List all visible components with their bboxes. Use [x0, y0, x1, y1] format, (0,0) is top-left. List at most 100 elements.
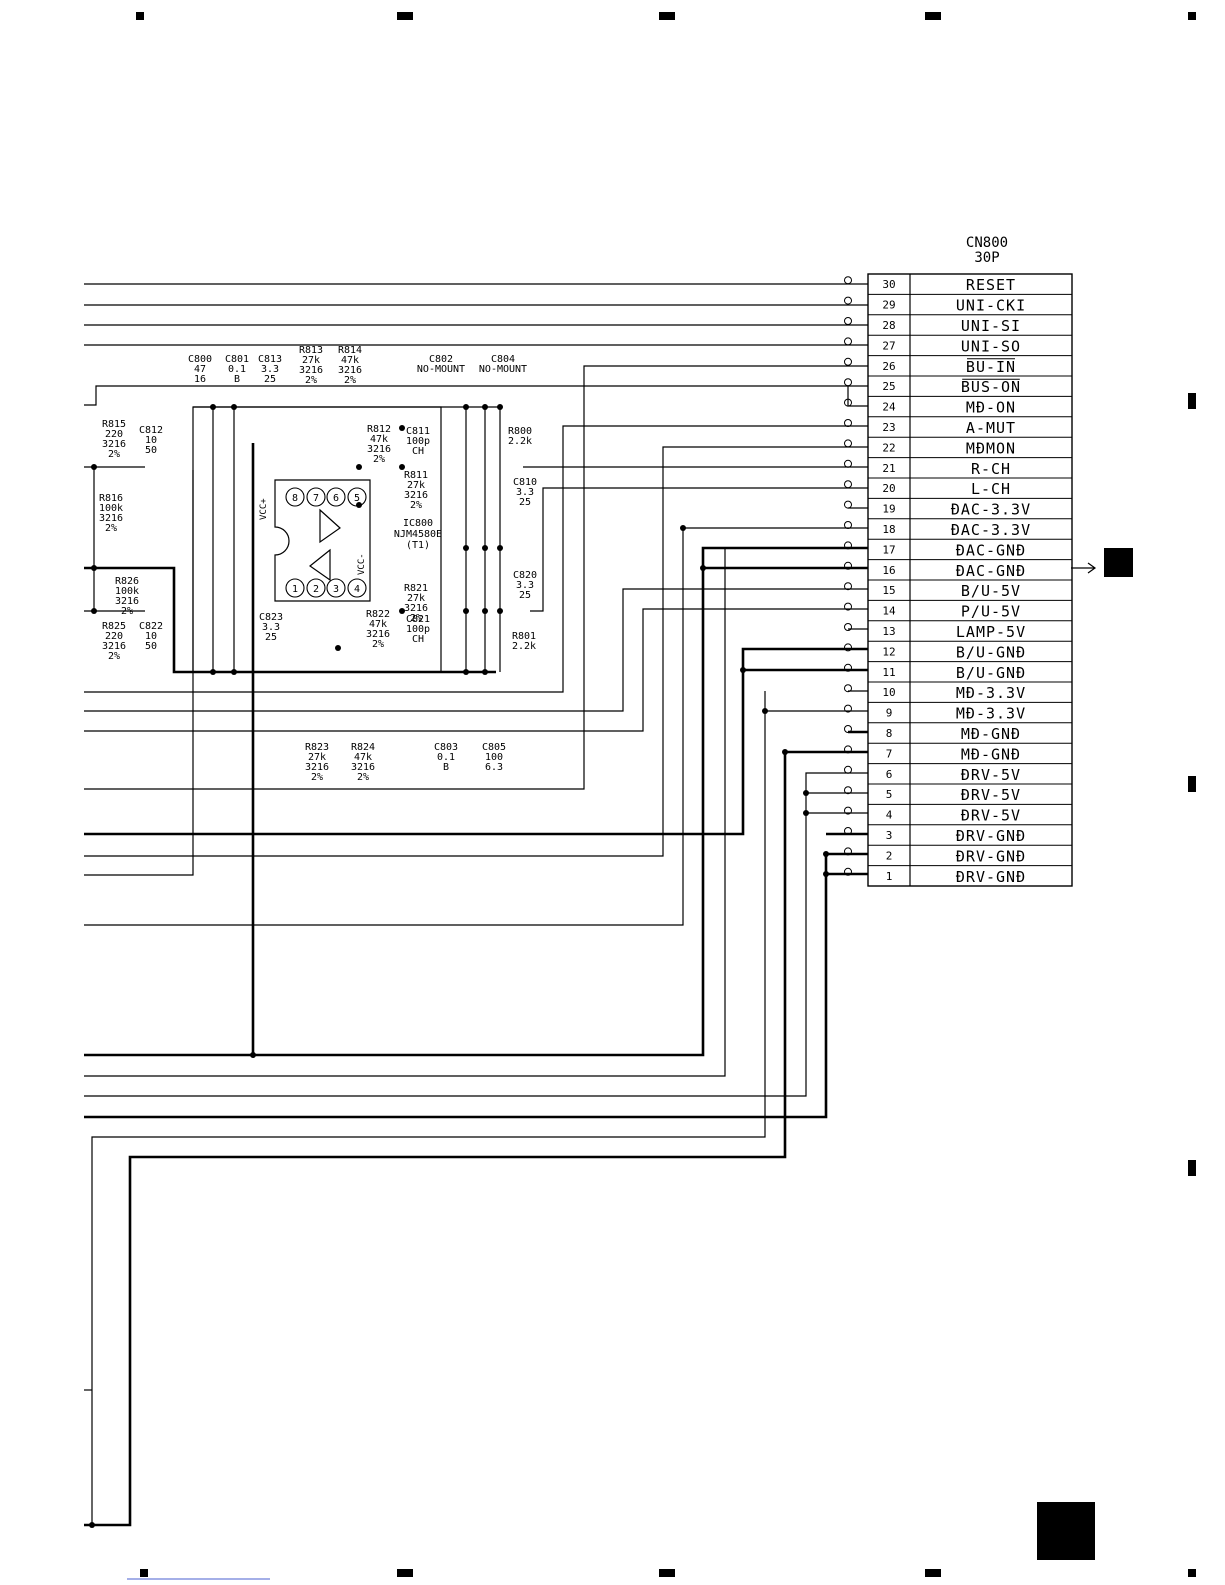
connector-pin-signal: B/U-GNĐ — [956, 664, 1026, 682]
component-label-line: 25 — [519, 497, 531, 508]
component-label-line: 3.3 — [516, 580, 534, 591]
ic-pin-number: 1 — [292, 584, 298, 595]
connector-pin-signal: MĐ-GNĐ — [961, 745, 1021, 763]
wire-l-ch — [530, 487, 868, 612]
component-label-line: 25 — [265, 632, 277, 643]
connector-pin-number: 5 — [886, 788, 893, 801]
connector-pin-signal: MĐ-3.3V — [956, 705, 1026, 723]
component-label-line: 2% — [410, 613, 422, 624]
component-label-line: 27k — [308, 752, 326, 763]
component-label-line: 47k — [341, 355, 359, 366]
component-label-line: 47k — [354, 752, 372, 763]
connector-pin-signal: P/U-5V — [961, 603, 1021, 621]
component-label-line: R816 — [99, 493, 123, 504]
connector-pin-signal: B/U-GNĐ — [956, 643, 1026, 661]
component-label-line: 2% — [108, 651, 120, 662]
wire-pu-5v — [84, 608, 868, 732]
component-label-line: 3216 — [351, 762, 375, 773]
wire-drv-5v — [84, 772, 868, 1097]
component-label-line: 3.3 — [261, 364, 279, 375]
component-label-line: C810 — [513, 477, 537, 488]
junction-dot — [823, 851, 829, 857]
connector-pin-signal: ĐRV-GNĐ — [956, 827, 1026, 845]
ic-pin — [285, 487, 305, 507]
component-label-line: 0.1 — [437, 752, 455, 763]
ic-ref: IC800 — [403, 518, 433, 529]
component-label-line: C813 — [258, 354, 282, 365]
component-label-line: CH — [412, 634, 424, 645]
component-label-line: R823 — [305, 742, 329, 753]
wire-md-3v3 — [91, 710, 868, 1525]
ic-pin — [285, 578, 305, 598]
connector-pin-number: 23 — [882, 421, 895, 434]
junction-dot — [91, 464, 97, 470]
component-label-line: C823 — [259, 612, 283, 623]
test-point — [844, 276, 852, 285]
component-label-line: C803 — [434, 742, 458, 753]
junction-dot — [399, 425, 405, 431]
component-label-line: R824 — [351, 742, 375, 753]
junction-dot — [782, 749, 788, 755]
connector-pin-number: 28 — [882, 319, 895, 332]
component-label-line: 2% — [105, 523, 117, 534]
connector-pin-signal: A-MUT — [966, 419, 1016, 437]
component-label-line: NO-MOUNT — [417, 364, 465, 375]
component-label-line: 16 — [194, 374, 206, 385]
component-label-line: 0.1 — [228, 364, 246, 375]
junction-dot — [463, 669, 469, 675]
connector-pin-signal: UNI-CKI — [956, 297, 1026, 315]
connector-pin-signal: MĐ-3.3V — [956, 684, 1026, 702]
connector-pin-signal: ĐAC-3.3V — [951, 521, 1031, 539]
junction-dot — [482, 404, 488, 410]
ic-board-frame — [192, 406, 442, 673]
component-label-line: 3216 — [366, 629, 390, 640]
junction-dots — [89, 404, 829, 1528]
connector-pin-number: 6 — [886, 768, 893, 781]
component-label-line: 47 — [194, 364, 206, 375]
connector-pin-number: 29 — [882, 299, 895, 312]
connector-pin-signal: ĐRV-5V — [961, 766, 1021, 784]
component-label-line: 2% — [372, 639, 384, 650]
component-label-line: 3.3 — [516, 487, 534, 498]
junction-dot — [231, 669, 237, 675]
ic-pin-number: 5 — [354, 493, 360, 504]
connector-pin-signal: ĐRV-5V — [961, 807, 1021, 825]
connector-pin-number: 13 — [882, 625, 895, 638]
test-point — [844, 378, 852, 387]
component-label-line: B — [443, 762, 449, 773]
component-label-line: R800 — [508, 426, 532, 437]
component-label-line: 220 — [105, 429, 123, 440]
junction-dot — [482, 608, 488, 614]
component-label-line: 27k — [302, 355, 320, 366]
connector-pin-number: 24 — [882, 401, 896, 414]
connector-name: CN800 — [966, 235, 1008, 251]
junction-dot — [250, 1052, 256, 1058]
ic-pin — [347, 578, 367, 598]
wire-dac-3v3 — [84, 527, 868, 926]
registration-marks — [136, 12, 1196, 1577]
component-label-line: 25 — [519, 590, 531, 601]
wire-bu-in — [84, 365, 868, 790]
wire-misc-1 — [84, 548, 726, 1077]
component-label-line: 3216 — [404, 490, 428, 501]
wire-bu-5v — [84, 588, 868, 712]
connector-pin-number: 26 — [882, 360, 895, 373]
junction-dot — [482, 545, 488, 551]
connector-pin-signal: ĐAC-GNĐ — [956, 562, 1026, 580]
component-label-line: C811 — [406, 426, 430, 437]
connector-pin-number: 4 — [886, 809, 893, 822]
component-label-line: 2% — [373, 454, 385, 465]
component-label-line: C800 — [188, 354, 212, 365]
component-label-line: R812 — [367, 424, 391, 435]
component-label-line: R814 — [338, 345, 362, 356]
component-label-line: CH — [412, 446, 424, 457]
connector-pin-number: 19 — [882, 503, 895, 516]
